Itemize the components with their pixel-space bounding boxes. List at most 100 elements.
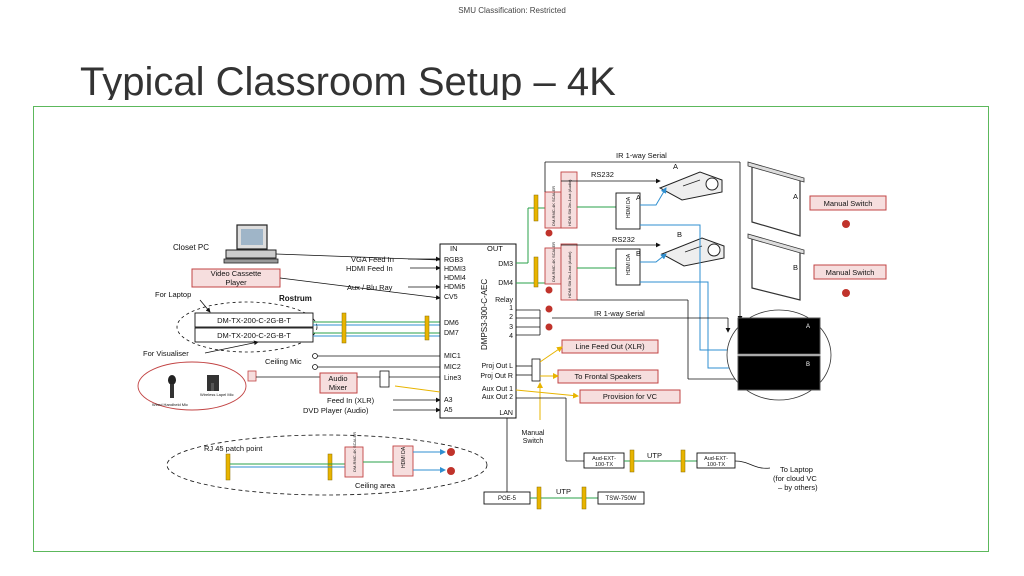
switcher-input-label: RGB3	[444, 257, 463, 264]
switcher-output-label: Proj Out L	[481, 363, 513, 370]
switcher-output-label: LAN	[499, 410, 513, 417]
switcher-output-label: DM4	[498, 280, 513, 287]
switcher-output-label: 2	[509, 314, 513, 321]
switcher-output-label: 4	[509, 333, 513, 340]
coupler	[536, 486, 542, 510]
coupler	[629, 449, 635, 473]
manual-switch-audio-label-2: Switch	[523, 438, 544, 445]
to-laptop-1: To Laptop	[780, 465, 813, 474]
switcher-model-label: DMPS3-300-C-AEC	[480, 279, 489, 350]
switcher-in-label: IN	[450, 244, 458, 253]
poe-label: POE-5	[498, 496, 517, 502]
screen-a-icon	[747, 161, 805, 237]
ceiling-mic-label: Ceiling Mic	[265, 357, 302, 366]
display-b-label: B	[806, 362, 810, 368]
aux-bluray-label: Aux / Blu Ray	[347, 283, 393, 292]
manual-switch-b-label: Manual Switch	[826, 268, 875, 277]
ceiling-area-label: Ceiling area	[355, 481, 396, 490]
tsw-label: TSW-750W	[606, 496, 637, 502]
ceiling-scaler-label: DM-RMC-4K SCALER	[352, 432, 357, 472]
aud-ext-2-b: 100-TX	[707, 462, 725, 468]
switcher-output-label: Aux Out 1	[482, 386, 513, 393]
dot-n-b	[842, 289, 850, 297]
switcher-output-label: DM3	[498, 261, 513, 268]
coupler	[424, 315, 430, 341]
display-a-label: A	[806, 324, 810, 330]
da-a-label: A	[636, 195, 641, 202]
dmps-switcher	[439, 243, 517, 419]
aud-ext-box-2	[696, 452, 736, 469]
page-title: Typical Classroom Setup – 4K	[80, 60, 616, 100]
vga-feed-label: VGA Feed In	[351, 255, 394, 264]
ir-serial-bottom-label: IR 1-way Serial	[594, 309, 645, 318]
hdmi-da-a	[615, 192, 641, 230]
coupler	[581, 486, 587, 510]
display-a	[737, 317, 821, 355]
coupler	[533, 194, 539, 222]
coupler	[533, 256, 539, 288]
projector-a-icon	[658, 171, 723, 201]
ceiling-area	[166, 434, 488, 496]
to-laptop-2: (for cloud VC	[773, 474, 817, 483]
switcher-input-label: A3	[444, 397, 453, 404]
manual-switch-a-box	[809, 195, 887, 211]
rj45-label: RJ 45 patch point	[204, 444, 263, 453]
utp-label-1: UTP	[647, 451, 662, 460]
diagram-frame	[33, 106, 989, 552]
switcher-input-label: MIC1	[444, 353, 461, 360]
hdmi-split-b	[560, 243, 578, 301]
coupler	[341, 312, 347, 344]
audio-mixer-label-1: Audio	[328, 374, 347, 383]
coupler	[680, 449, 686, 473]
manual-switch-b-box	[813, 264, 887, 280]
screen-b-label: B	[793, 263, 798, 272]
switcher-output-label: Relay	[495, 297, 513, 304]
audio-switch	[531, 358, 541, 382]
classification-label: SMU Classification: Restricted	[458, 6, 566, 15]
dot-z-a	[545, 229, 553, 237]
switcher-input-label: HDMi5	[444, 284, 465, 291]
aud-ext-1-b: 100-TX	[595, 462, 613, 468]
utp-label-2: UTP	[556, 487, 571, 496]
lapel-mic-label: Wireless Lapel Mic	[200, 392, 234, 397]
coupler	[225, 453, 231, 481]
manual-switch-a-label: Manual Switch	[824, 199, 873, 208]
ceiling-hdmi-da-label: HDMI DA	[401, 446, 407, 468]
ir-dot-n	[545, 305, 553, 313]
rs232-b-label: RS232	[612, 235, 635, 244]
hdmi-split-a	[560, 171, 578, 229]
feed-xlr-label: Feed In (XLR)	[327, 396, 375, 405]
audio-mixer-box	[319, 372, 358, 394]
provision-vc-box	[579, 389, 681, 404]
switcher-input-label: HDMI4	[444, 275, 466, 282]
mics-area	[137, 361, 247, 411]
vcr-label-1: Video Cassette	[211, 269, 262, 278]
projector-b-icon	[660, 237, 725, 267]
proj-a-label: A	[673, 162, 678, 171]
hdmi-da-b-label: HDMI DA	[626, 253, 632, 275]
provision-vc-label: Provision for VC	[603, 392, 658, 401]
for-laptop-label: For Laptop	[155, 290, 191, 299]
tx1-label: DM-TX-200-C-2G-B-T	[217, 316, 291, 325]
rostrum-label: Rostrum	[279, 294, 312, 303]
switcher-input-label: Line3	[444, 375, 461, 382]
connector	[379, 370, 390, 388]
switcher-output-label: Proj Out R	[480, 373, 513, 380]
switcher-input-label: MIC2	[444, 364, 461, 371]
switcher-output-label: 3	[509, 324, 513, 331]
dot-y	[447, 467, 455, 475]
switcher-input-label: DM7	[444, 330, 459, 337]
for-visualiser-label: For Visualiser	[143, 349, 189, 358]
hdmi-da-a-label: HDMI DA	[626, 196, 632, 218]
dot-z	[447, 448, 455, 456]
tx1-box	[194, 312, 314, 328]
vcr-label-2: Player	[225, 278, 247, 287]
tsw-box	[597, 491, 645, 505]
audio-mixer-label-2: Mixer	[329, 383, 348, 392]
tx2-label: DM-TX-200-C-2G-B-T	[217, 331, 291, 340]
closet-pc-label: Closet PC	[173, 243, 209, 252]
handheld-mic-label: Wired Handheld Mic	[152, 402, 188, 407]
proj-b-label: B	[677, 230, 682, 239]
scaler-a-label: DM-RMC-4K SCALER	[551, 186, 556, 226]
